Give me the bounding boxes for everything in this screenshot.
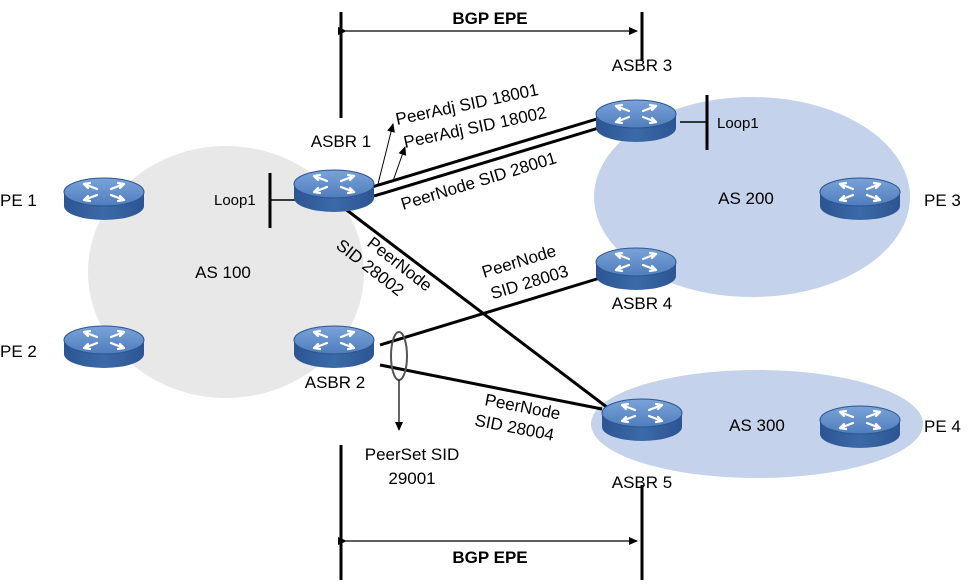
loopback-asbr1-label: Loop1 bbox=[214, 192, 256, 209]
peeradj-arrow-2 bbox=[392, 146, 407, 182]
peerset-sid-line2: 29001 bbox=[388, 469, 435, 488]
router-pe1[interactable] bbox=[62, 176, 146, 222]
asbr2-label: ASBR 2 bbox=[305, 373, 365, 392]
bgp-epe-label-top: BGP EPE bbox=[452, 9, 527, 28]
pe1-label: PE 1 bbox=[0, 191, 37, 210]
router-asbr4[interactable] bbox=[594, 246, 678, 292]
peeradj-arrow-1 bbox=[377, 123, 395, 185]
as100-label: AS 100 bbox=[195, 263, 251, 282]
asbr3-label: ASBR 3 bbox=[612, 56, 672, 75]
router-asbr5[interactable] bbox=[600, 397, 684, 443]
link-asbr1-asbr3-b bbox=[373, 125, 603, 198]
link-asbr1-asbr3-a bbox=[371, 116, 601, 189]
pe2-label: PE 2 bbox=[0, 342, 37, 361]
peerset-sid-line1: PeerSet SID bbox=[365, 445, 460, 464]
asbr4-label: ASBR 4 bbox=[612, 294, 672, 313]
router-pe2[interactable] bbox=[62, 324, 146, 370]
link-asbr2-asbr4 bbox=[379, 276, 601, 347]
as300-label: AS 300 bbox=[729, 416, 785, 435]
bgp-epe-label-bottom: BGP EPE bbox=[452, 548, 527, 567]
as300-region bbox=[591, 370, 923, 478]
router-pe4[interactable] bbox=[818, 404, 902, 450]
as200-region bbox=[594, 97, 910, 297]
link-asbr2-asbr5 bbox=[379, 363, 603, 411]
asbr5-label: ASBR 5 bbox=[612, 473, 672, 492]
link-asbr1-asbr5 bbox=[339, 203, 609, 410]
as200-label: AS 200 bbox=[718, 189, 774, 208]
router-asbr1[interactable] bbox=[292, 168, 376, 214]
router-asbr2[interactable] bbox=[292, 324, 376, 370]
router-pe3[interactable] bbox=[818, 176, 902, 222]
router-asbr3[interactable] bbox=[594, 98, 678, 144]
as100-region bbox=[88, 146, 364, 398]
asbr1-label: ASBR 1 bbox=[311, 132, 371, 151]
pe3-label: PE 3 bbox=[924, 191, 961, 210]
peernode-sid-28003: PeerNode SID 28003 bbox=[480, 241, 571, 303]
pe4-label: PE 4 bbox=[924, 417, 961, 436]
loopback-asbr3-label: Loop1 bbox=[717, 115, 759, 132]
